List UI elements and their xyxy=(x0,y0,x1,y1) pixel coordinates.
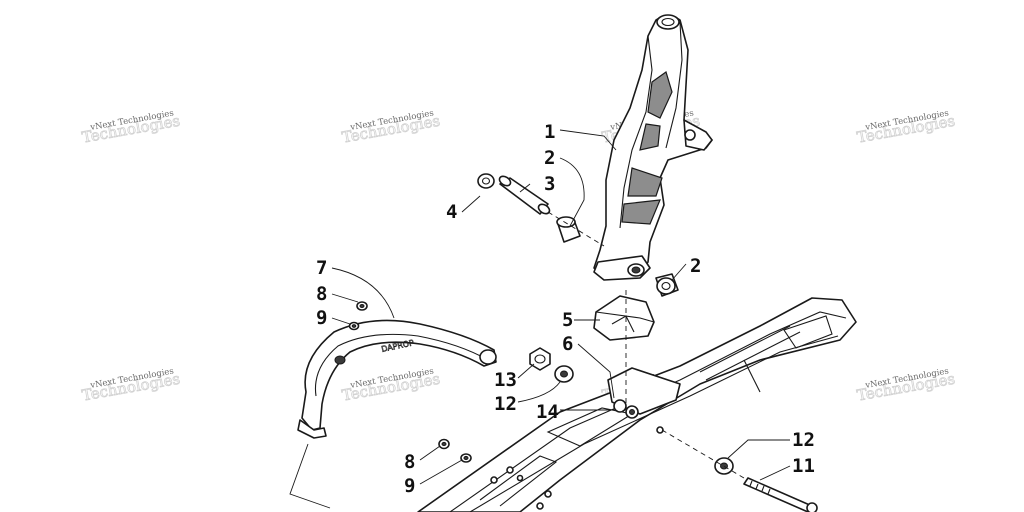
callout-5: 5 xyxy=(562,309,573,331)
leader-7 xyxy=(331,267,395,319)
watermark-top-mid: Technologies vNext Technologies xyxy=(340,108,442,146)
callout-12-right: 12 xyxy=(792,429,815,451)
callout-1: 1 xyxy=(544,121,555,143)
callout-4: 4 xyxy=(446,201,457,223)
watermark-mid-mid: Technologies vNext Technologies xyxy=(340,366,442,404)
leader-11 xyxy=(759,465,791,481)
callout-14: 14 xyxy=(536,401,559,423)
watermark-top-left: Technologies vNext Technologies xyxy=(80,108,182,146)
leader-grab-bar-mount xyxy=(289,443,331,509)
assembly-line-bolt xyxy=(661,429,745,479)
callout-9-upper: 9 xyxy=(316,307,327,329)
callout-9-lower: 9 xyxy=(404,475,415,497)
assembly-line-shaft xyxy=(547,211,605,247)
washer-part-12-right xyxy=(714,457,734,475)
callout-8-lower: 8 xyxy=(404,451,415,473)
nut-part-8-lower xyxy=(438,438,450,450)
callout-3: 3 xyxy=(544,173,555,195)
nut-part-8-upper xyxy=(356,301,368,311)
steering-post-part-1 xyxy=(593,14,713,281)
callout-13: 13 xyxy=(494,369,517,391)
callout-2-lower: 2 xyxy=(690,255,701,277)
bushing-part-2-left xyxy=(556,216,581,243)
leader-1 xyxy=(559,129,617,151)
watermark-mid-left: Technologies vNext Technologies xyxy=(80,366,182,404)
leader-13 xyxy=(517,363,535,379)
washer-part-12-left xyxy=(554,365,574,383)
callout-8-upper: 8 xyxy=(316,283,327,305)
leader-12b xyxy=(727,439,790,459)
callout-6: 6 xyxy=(562,333,573,355)
leader-2b xyxy=(671,263,687,281)
leader-4 xyxy=(461,195,481,213)
leader-2a xyxy=(559,157,585,227)
mount-block-part-5 xyxy=(593,295,655,341)
washer-part-9-lower xyxy=(460,453,472,463)
callout-12-left: 12 xyxy=(494,393,517,415)
leader-6 xyxy=(577,343,615,399)
leader-9b xyxy=(419,459,463,485)
leader-9a xyxy=(331,317,351,325)
nut-part-13 xyxy=(529,347,551,371)
callout-11: 11 xyxy=(792,455,815,477)
callout-7: 7 xyxy=(316,257,327,279)
watermark-mid-right: Technologies vNext Technologies xyxy=(855,366,957,404)
washer-part-9-upper xyxy=(348,321,360,331)
leader-8b xyxy=(419,445,441,461)
bolt-part-11 xyxy=(743,477,818,512)
callout-2-upper: 2 xyxy=(544,147,555,169)
bushing-part-4 xyxy=(477,173,495,189)
leader-8a xyxy=(331,293,359,303)
shaft-tube-part-3 xyxy=(498,175,551,215)
leader-3 xyxy=(519,183,531,193)
leader-12a xyxy=(517,381,561,403)
spacer-part-14 xyxy=(613,399,639,419)
watermark-top-right: Technologies vNext Technologies xyxy=(855,108,957,146)
